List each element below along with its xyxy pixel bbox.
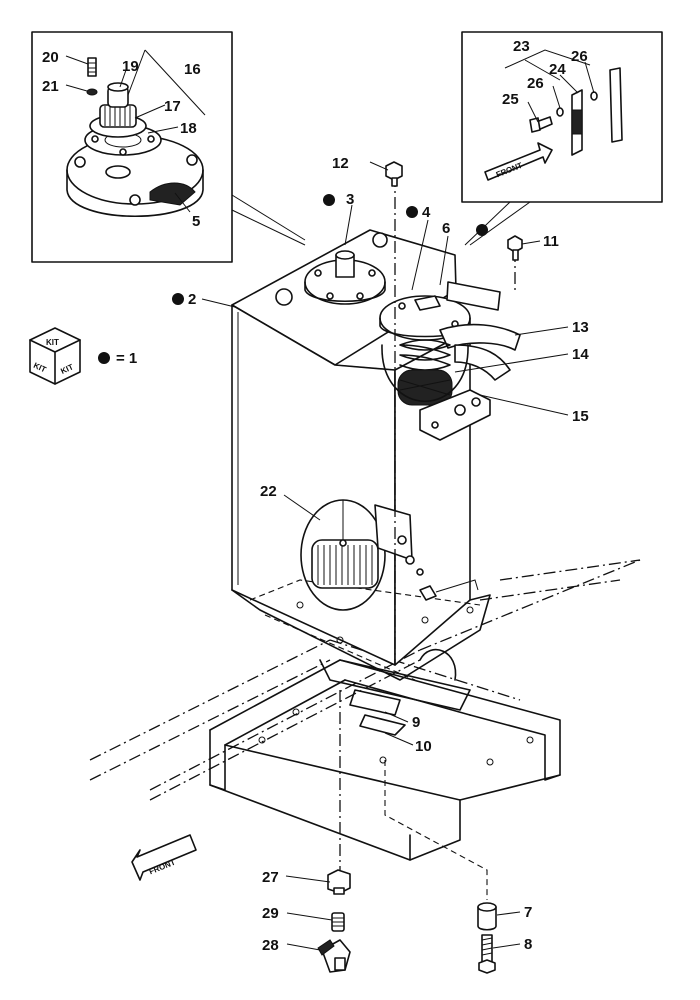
callout-25: 25	[502, 91, 519, 108]
callout-13: 13	[572, 319, 589, 336]
kit-dot-6	[476, 224, 488, 236]
callout-11: 11	[543, 233, 559, 250]
kit-dot-4	[406, 206, 418, 218]
kit-dot-marker	[98, 352, 110, 364]
inset-front-arrow: FRONT	[484, 142, 553, 181]
leader-lines	[65, 55, 595, 951]
fitting-27	[327, 869, 351, 895]
callout-19: 19	[122, 58, 139, 75]
callout-2: 2	[188, 291, 196, 308]
callout-7: 7	[524, 904, 532, 921]
bolt-12	[385, 161, 403, 187]
main-front-arrow: FRONT	[131, 834, 197, 881]
kit-label-top: KIT	[46, 338, 59, 347]
nipple-29	[331, 912, 345, 932]
bolt-11	[507, 235, 523, 261]
callout-29: 29	[262, 905, 279, 922]
callout-8: 8	[524, 936, 532, 953]
kit-dot-2	[172, 293, 184, 305]
chassis-frame	[89, 559, 641, 801]
callout-15: 15	[572, 408, 589, 425]
callout-26b: 26	[527, 75, 544, 92]
callouts: 2 3 4 5 6 7 8 9 10 11 12 13 14 15 16 17 …	[42, 38, 589, 954]
callout-27: 27	[262, 869, 279, 886]
callout-28: 28	[262, 937, 279, 954]
callout-24: 24	[549, 61, 566, 78]
callout-26a: 26	[571, 48, 588, 65]
inset-level-gauge: FRONT	[461, 31, 663, 246]
inset-cover-detail	[31, 31, 306, 263]
callout-6: 6	[442, 220, 450, 237]
bolt-8	[478, 934, 496, 974]
drain-valve-28	[317, 939, 351, 973]
callout-14: 14	[572, 346, 589, 363]
callout-23: 23	[513, 38, 530, 55]
cross-member	[209, 648, 561, 861]
callout-9: 9	[412, 714, 420, 731]
top-cover-assembly	[304, 250, 386, 305]
callout-18: 18	[180, 120, 197, 137]
callout-21: 21	[42, 78, 59, 95]
kit-dot-3	[323, 194, 335, 206]
kit-equals-label: = 1	[116, 350, 137, 367]
callout-17: 17	[164, 98, 181, 115]
callout-16: 16	[184, 61, 201, 78]
spacer-7	[477, 902, 497, 931]
return-filter	[300, 499, 479, 611]
callout-12: 12	[332, 155, 349, 172]
callout-10: 10	[415, 738, 432, 755]
callout-22: 22	[260, 483, 277, 500]
callout-4: 4	[422, 204, 431, 221]
suction-assembly	[379, 281, 521, 441]
callout-5: 5	[192, 213, 200, 230]
callout-3: 3	[346, 191, 354, 208]
callout-20: 20	[42, 49, 59, 66]
kit-legend: KIT KIT KIT = 1	[29, 327, 137, 385]
